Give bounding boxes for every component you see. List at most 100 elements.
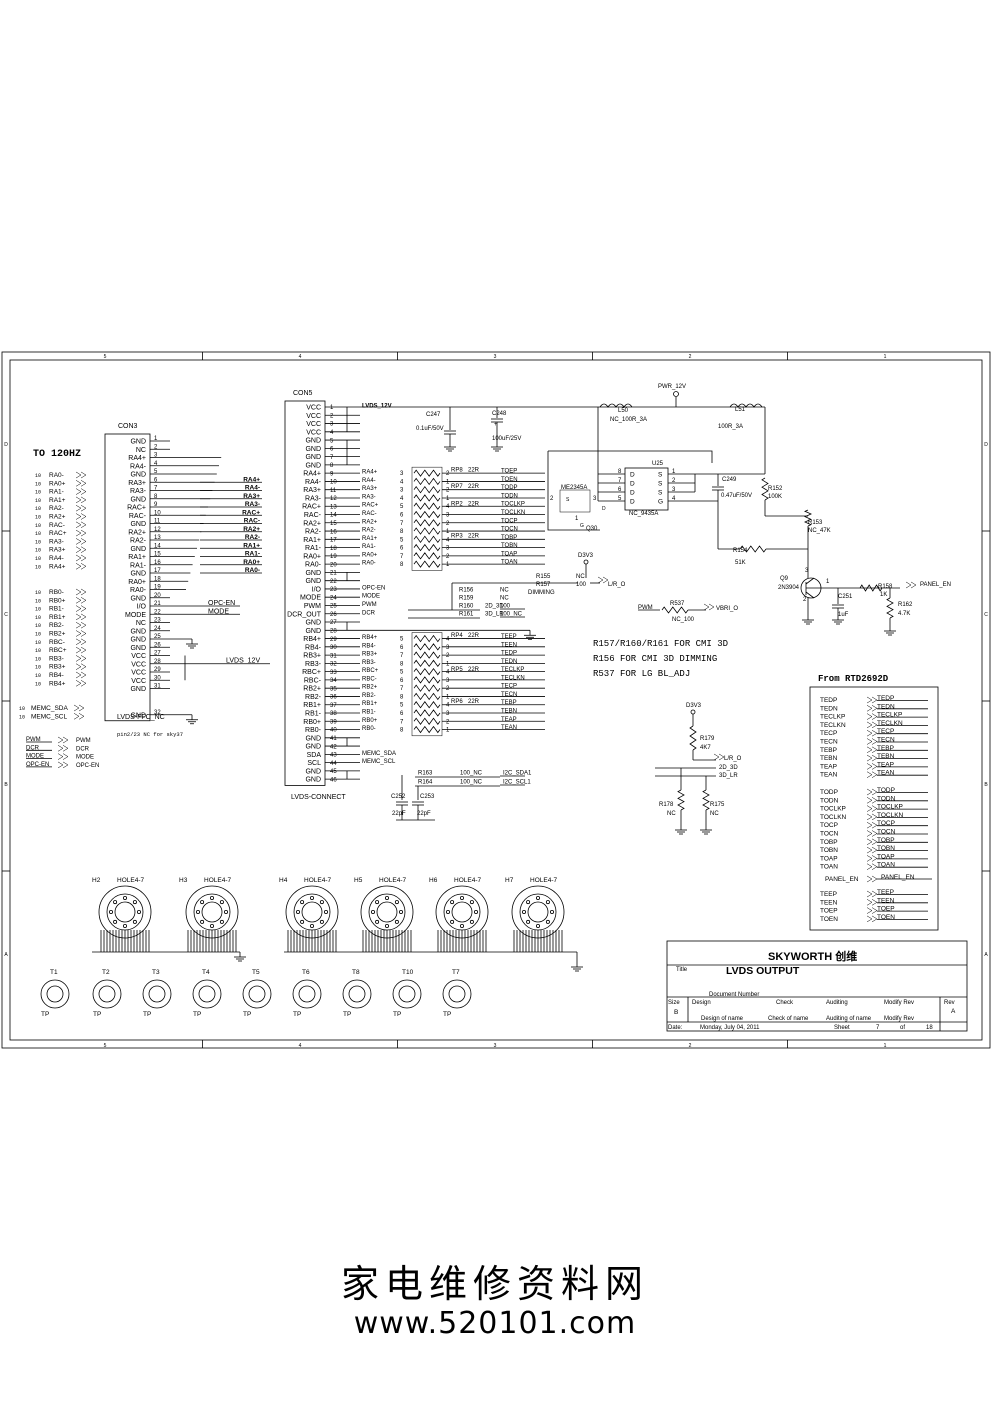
rtd-box	[809, 686, 939, 931]
tb-date: Monday, July 04, 2011	[700, 1025, 760, 1031]
hole-ref: H4	[279, 877, 288, 884]
resistor-zigzag	[739, 545, 767, 553]
con5-pin-number: 13	[330, 504, 337, 510]
hole-via	[370, 910, 375, 915]
rtd-net-left: TECN	[820, 739, 838, 746]
hole-via	[123, 896, 128, 901]
tp-ref: T7	[452, 969, 460, 976]
port-chevron	[75, 630, 82, 637]
con5-pin-number: 6	[330, 447, 334, 453]
rpack-pin-left: 6	[400, 678, 404, 684]
con5-pin-name: RB2-	[305, 694, 322, 701]
rpack-net-label: TOAP	[501, 551, 517, 557]
rpack-net-label: TECP	[501, 684, 517, 690]
port-chevron	[871, 890, 878, 898]
port-name: RBC-	[49, 639, 65, 646]
con3-io-label: OPC-EN	[208, 600, 235, 607]
con5-pin-name: I/O	[312, 586, 322, 593]
hole-via	[200, 900, 205, 905]
rpack-net-label: TEDN	[501, 659, 517, 665]
con5-pin-number: 25	[330, 604, 337, 610]
port-prefix: 10	[35, 481, 41, 487]
u25-pin-name: D	[630, 490, 635, 497]
rpack-pin-left: 4	[400, 496, 404, 502]
grid-row-label: A	[4, 952, 8, 958]
tp-outer	[342, 979, 372, 1009]
design-note: R156 FOR CMI 3D DIMMING	[593, 654, 717, 664]
u25-pin-name: D	[630, 472, 635, 479]
u25-pin-name: D	[630, 481, 635, 488]
hole-via	[375, 919, 380, 924]
port-prefix: 10	[35, 607, 41, 613]
resistor-zigzag	[886, 597, 894, 619]
con5-net-label: RB3-	[362, 660, 376, 666]
port-chevron	[871, 738, 878, 745]
con3-pin-name: GND	[130, 637, 146, 644]
con3-pin-number: 25	[154, 634, 161, 640]
port-chevron	[75, 496, 82, 504]
hole-via	[219, 900, 224, 905]
rtd-net-right: TOEP	[877, 906, 895, 913]
hole-via	[450, 900, 455, 905]
port-chevron	[75, 521, 82, 529]
lro-port: L/R_O	[608, 582, 626, 588]
port-chevron	[75, 563, 82, 570]
port-chevron	[80, 504, 87, 512]
rpack-net-label: TEDP	[501, 651, 517, 657]
tb-modify-label: Modify Rev	[884, 1000, 914, 1006]
port-prefix: 10	[35, 515, 41, 521]
rpack-pin-left: 6	[400, 645, 404, 651]
grid-col-label: 2	[689, 354, 692, 360]
port-chevron	[62, 761, 69, 769]
con5-pin-number: 31	[330, 653, 337, 659]
con3-pin-number: 5	[154, 469, 158, 475]
r158-value: 1K	[880, 592, 887, 598]
resistor-zigzag	[661, 606, 689, 614]
tp-outer	[40, 979, 70, 1009]
port-name: RAC-	[49, 522, 65, 529]
hole-value: HOLE4-7	[530, 877, 557, 884]
rpack-body	[411, 466, 443, 571]
port-name: MEMC_SDA	[31, 705, 69, 712]
rpack-ref: RP3	[451, 534, 463, 540]
u25-pin-number: 6	[618, 487, 622, 493]
con5-pin-name: DCR_OUT	[287, 611, 322, 618]
con5-net-label: RB1-	[362, 709, 376, 715]
rtd-net-left: TOEN	[820, 916, 838, 923]
con3-pin-number: 29	[154, 667, 161, 673]
con3-net-label: RA0+	[243, 559, 260, 566]
tp-inner	[198, 985, 216, 1003]
tb-modify-name: Modify Rev	[884, 1016, 914, 1022]
con3-pin-name: GND	[130, 712, 146, 719]
hole-value: HOLE4-7	[204, 877, 231, 884]
cap-value: 22pF	[392, 811, 406, 817]
resistor-zigzag	[413, 667, 441, 676]
hole-via	[526, 900, 531, 905]
port-chevron	[871, 705, 878, 712]
con5-pin-number: 38	[330, 711, 337, 717]
con3-io-label: MODE	[208, 608, 229, 615]
hole-ref: H2	[92, 877, 101, 884]
port-name: RB0+	[49, 597, 66, 604]
con5-ref: CON5	[293, 390, 313, 397]
hole-via	[323, 910, 328, 915]
tb-rev-label: Rev	[944, 1000, 955, 1006]
hole-via	[295, 910, 300, 915]
rpack-pin-left: 5	[400, 504, 404, 510]
hole-via	[384, 924, 389, 929]
con5-pin-number: 27	[330, 620, 337, 626]
port-prefix: 10	[35, 531, 41, 537]
port-chevron	[75, 655, 82, 662]
resistor-zigzag	[413, 535, 441, 544]
tp-inner	[148, 985, 166, 1003]
port-chevron	[871, 763, 878, 770]
pwm-label: PWM	[638, 605, 653, 611]
rpack-net-label: TOBP	[501, 535, 517, 541]
inductor-l50	[599, 403, 633, 408]
port-chevron	[80, 496, 87, 504]
port-chevron	[866, 788, 873, 796]
